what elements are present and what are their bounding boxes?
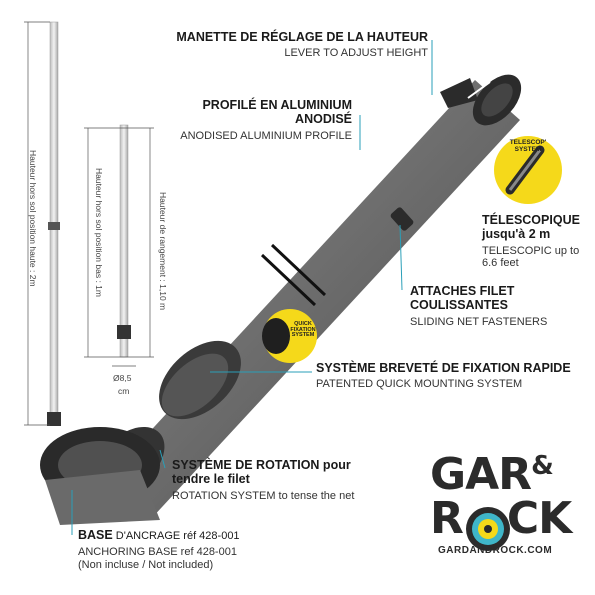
callout-base-en2: (Non incluse / Not included) [78, 559, 214, 572]
callout-fasteners-fr1: ATTACHES FILET [410, 284, 515, 298]
callout-telescopic: TÉLESCOPIQUE jusqu'à 2 m TELESCOPIC up t… [482, 213, 580, 270]
callout-fasteners: ATTACHES FILET COULISSANTES SLIDING NET … [410, 284, 547, 328]
telescop-system-badge [494, 136, 562, 204]
callout-base: BASE D'ANCRAGE réf 428-001 ANCHORING BAS… [78, 528, 240, 572]
callout-lever: MANETTE DE RÉGLAGE DE LA HAUTEUR LEVER T… [176, 30, 428, 60]
main-pole [40, 74, 522, 525]
telescop-badge-line1: TELESCOP' [509, 139, 547, 146]
brand-line2a: R [430, 493, 464, 544]
callout-rotation-en: ROTATION SYSTEM to tense the net [172, 489, 355, 502]
callout-fasteners-en: SLIDING NET FASTENERS [410, 315, 548, 328]
callout-fasteners-fr2: COULISSANTES [410, 298, 508, 313]
brand-line2b: CK [506, 493, 572, 544]
callout-profile: PROFILÉ EN ALUMINIUM ANODISÉ ANODISED AL… [180, 98, 352, 142]
callout-profile-en: ANODISED ALUMINIUM PROFILE [180, 129, 352, 142]
callout-mounting-fr: SYSTÈME BREVETÉ DE FIXATION RAPIDE [316, 361, 571, 375]
callout-base-fr: BASE D'ANCRAGE réf 428-001 [78, 528, 240, 543]
callout-telescopic-fr2: jusqu'à 2 m [482, 227, 551, 242]
callout-telescopic-fr1: TÉLESCOPIQUE [482, 213, 580, 227]
leader-lines [71, 40, 433, 535]
telescop-badge-line2: SYSTEM [514, 145, 542, 153]
callout-mounting: SYSTÈME BREVETÉ DE FIXATION RAPIDE PATEN… [316, 361, 571, 391]
diameter-unit: cm [118, 386, 130, 396]
callout-telescopic-en1: TELESCOPIC up to [482, 244, 580, 257]
brand-ampersand: & [531, 451, 554, 481]
callout-base-fr-rest: D'ANCRAGE réf 428-001 [112, 530, 240, 542]
quick-fixation-badge [262, 309, 317, 363]
callout-profile-fr1: PROFILÉ EN ALUMINIUM [202, 98, 352, 112]
quick-badge-line2: FIXATION [290, 326, 316, 333]
brand-url: GARDANDROCK.COM [438, 545, 553, 556]
callout-base-fr-bold: BASE [78, 528, 113, 542]
callout-rotation-fr2: tendre le filet [172, 472, 250, 487]
quick-badge-line3: SYSTEM [291, 332, 315, 338]
diameter-label: Ø8,5 [113, 373, 132, 383]
dimension-high-label: Hauteur hors sol position haute : 2m [28, 150, 38, 287]
low-pole-diagram [84, 124, 154, 367]
quick-badge-line1: QUICK [294, 321, 312, 327]
telescop-badge-text: TELESCOP' SYSTEM [504, 139, 552, 153]
brand-line1: GAR [430, 449, 532, 500]
quick-badge-text: QUICK FIXATION SYSTEM [290, 321, 316, 339]
callout-lever-fr: MANETTE DE RÉGLAGE DE LA HAUTEUR [176, 30, 428, 44]
callout-rotation-fr1: SYSTÈME DE ROTATION pour [172, 458, 351, 472]
brand-target-icon [466, 507, 510, 551]
callout-rotation: SYSTÈME DE ROTATION pour tendre le filet… [172, 458, 354, 502]
callout-telescopic-en2: 6.6 feet [482, 257, 519, 270]
callout-mounting-en: PATENTED QUICK MOUNTING SYSTEM [316, 378, 523, 391]
tall-pole-diagram [24, 21, 61, 426]
callout-base-en1: ANCHORING BASE ref 428-001 [78, 545, 237, 558]
callout-lever-en: LEVER TO ADJUST HEIGHT [284, 47, 428, 60]
dimension-storage-label: Hauteur de rangement : 1,10 m [158, 192, 168, 311]
callout-profile-fr2: ANODISÉ [295, 112, 352, 127]
dimension-low-label: Hauteur hors sol position bas : 1m [94, 168, 104, 297]
